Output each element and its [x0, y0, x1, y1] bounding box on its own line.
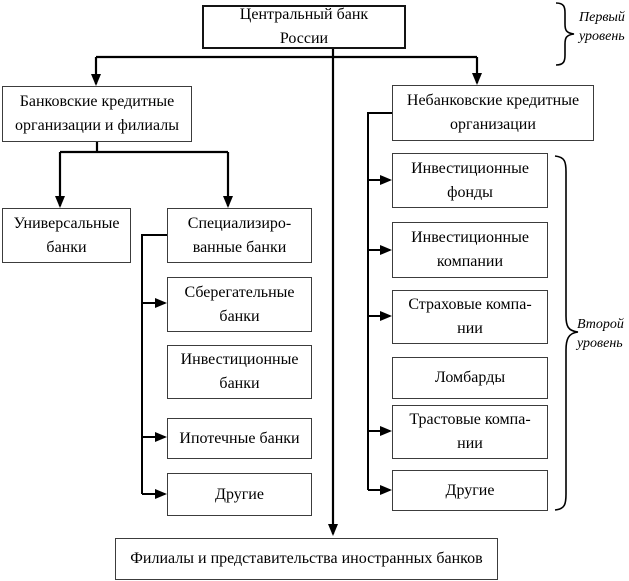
node-investment-funds-label: Инвестиционные фонды [411, 159, 529, 201]
node-mortgage-banks-label: Ипотечные банки [179, 429, 300, 447]
node-mortgage-banks: Ипотечные банки [167, 418, 312, 459]
node-investment-banks-label: Инвестиционные банки [180, 351, 299, 392]
node-savings-banks-label: Сберегательные банки [184, 283, 295, 325]
edge-nonbanking-column [367, 112, 392, 490]
level-1-brace-icon [555, 2, 575, 66]
node-other-banks: Другие [167, 473, 312, 516]
node-other-nonbanking: Другие [392, 470, 548, 511]
node-trust-companies: Трастовые компа- нии [392, 405, 548, 459]
node-specialized-banks: Специализиро- ванные банки [167, 208, 312, 263]
node-banking-orgs: Банковские кредитные организации и филиа… [2, 86, 192, 142]
node-investment-companies: Инвестиционные компании [392, 222, 548, 278]
node-banking-orgs-label: Банковские кредитные организации и филиа… [15, 93, 179, 134]
node-pawnshops: Ломбарды [392, 357, 548, 399]
node-insurance-companies-label: Страховые компа- нии [408, 296, 532, 337]
node-insurance-companies: Страховые компа- нии [392, 290, 548, 344]
node-trust-companies-label: Трастовые компа- нии [409, 411, 531, 452]
edge-specialized-column [141, 234, 167, 494]
level-2-label: Второй уровень [577, 317, 624, 351]
node-investment-funds: Инвестиционные фонды [392, 153, 548, 208]
node-pawnshops-label: Ломбарды [434, 369, 506, 386]
node-investment-banks: Инвестиционные банки [167, 345, 312, 399]
node-foreign-branches-label: Филиалы и представительства иностранных … [130, 550, 483, 567]
node-universal-banks: Универсальные банки [2, 208, 131, 263]
node-specialized-banks-label: Специализиро- ванные банки [187, 214, 292, 256]
node-nonbanking-orgs: Небанковские кредитные организации [392, 85, 594, 141]
node-central-bank-label: Центральный банк России [239, 6, 369, 47]
level-2-brace-icon [554, 155, 579, 511]
node-universal-banks-label: Универсальные банки [13, 214, 120, 256]
node-other-banks-label: Другие [215, 485, 264, 503]
node-investment-companies-label: Инвестиционные компании [411, 229, 529, 270]
node-foreign-branches: Филиалы и представительства иностранных … [115, 538, 498, 580]
node-other-nonbanking-label: Другие [445, 481, 495, 499]
level-1-label: Первый уровень [579, 10, 625, 44]
node-savings-banks: Сберегательные банки [167, 277, 312, 332]
node-central-bank: Центральный банк России [202, 5, 406, 49]
edge-banking-drop [60, 141, 228, 154]
node-nonbanking-orgs-label: Небанковские кредитные организации [406, 92, 580, 133]
